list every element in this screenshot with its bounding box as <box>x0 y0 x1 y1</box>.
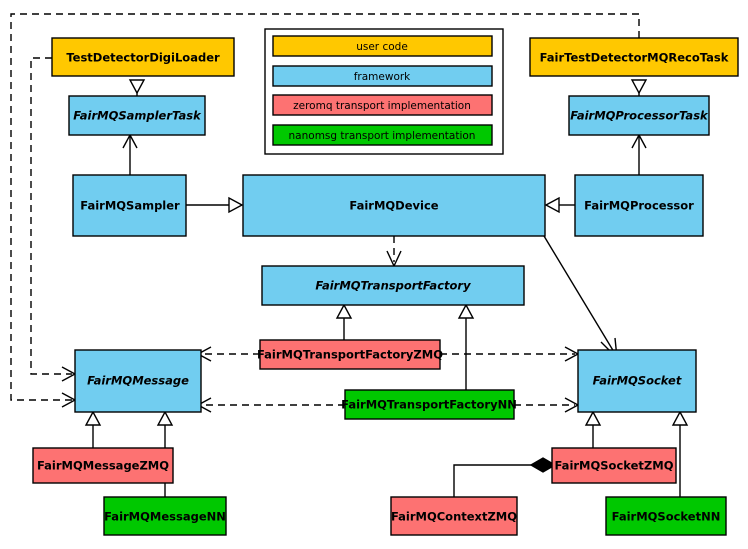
legend-label-framework: framework <box>354 71 411 83</box>
edge-fairmqmessagezmq-fairmqmessage <box>84 410 102 448</box>
class-node-fairmqsampler[interactable]: FairMQSampler <box>72 174 187 237</box>
class-node-testdetectordigiloader[interactable]: TestDetectorDigiLoader <box>51 37 235 77</box>
class-label-fairmqsocketzmq: FairMQSocketZMQ <box>555 459 674 473</box>
class-node-fairmqtransportfactoryzmq[interactable]: FairMQTransportFactoryZMQ <box>257 339 443 370</box>
legend-swatch-user-code <box>272 35 493 57</box>
class-node-fairmqmessage[interactable]: FairMQMessage <box>74 349 202 413</box>
class-label-fairmqsocketnn: FairMQSocketNN <box>612 510 721 524</box>
edge-fairmqtransportfactoryzmq-fairmqsocket <box>440 346 580 362</box>
legend-item-user-code: user code <box>272 35 493 57</box>
class-node-fairmqtransportfactory[interactable]: FairMQTransportFactory <box>261 265 525 306</box>
class-label-testdetectordigiloader: TestDetectorDigiLoader <box>66 51 220 65</box>
edge-fairmqprocessor-fairmqdevice <box>544 196 575 214</box>
legend-item-zeromq: zeromq transport implementation <box>272 94 493 116</box>
edge-fairtestdetectormqrecotask-fairmqprocessortask <box>630 79 648 96</box>
class-node-fairmqsocketnn[interactable]: FairMQSocketNN <box>605 496 727 536</box>
edge-fairmqsocketzmq-fairmqsocket <box>584 410 602 448</box>
class-node-fairmqtransportfactorynn[interactable]: FairMQTransportFactoryNN <box>341 389 517 420</box>
class-node-fairmqcontextzmq[interactable]: FairMQContextZMQ <box>390 496 518 536</box>
class-label-fairmqmessage: FairMQMessage <box>87 374 189 388</box>
edge-fairmqsampler-fairmqsamplertask <box>122 133 138 175</box>
class-label-fairmqtransportfactoryzmq: FairMQTransportFactoryZMQ <box>257 348 443 362</box>
class-node-fairmqsocket[interactable]: FairMQSocket <box>577 349 697 413</box>
class-label-fairmqsocket: FairMQSocket <box>593 374 682 388</box>
class-label-fairmqmessagezmq: FairMQMessageZMQ <box>37 459 169 473</box>
legend-item-nanomsg: nanomsg transport implementation <box>272 124 493 146</box>
legend-label-user-code: user code <box>356 41 408 53</box>
edge-fairmqtransportfactoryzmq-fairmqmessage <box>196 346 260 362</box>
edge-fairmqtransportfactorynn-fairmqtransportfactory <box>457 303 475 390</box>
node-layer: TestDetectorDigiLoader FairMQSamplerTask… <box>32 37 739 536</box>
class-node-fairmqsamplertask[interactable]: FairMQSamplerTask <box>68 95 206 136</box>
class-label-fairmqdevice: FairMQDevice <box>349 199 438 213</box>
class-node-fairtestdetectormqrecotask[interactable]: FairTestDetectorMQRecoTask <box>529 37 739 77</box>
edge-fairmqsocketnn-fairmqsocket <box>671 410 689 497</box>
legend: user code framework zeromq transport imp… <box>264 28 504 155</box>
legend-label-nanomsg: nanomsg transport implementation <box>289 130 476 142</box>
class-node-fairmqmessagenn[interactable]: FairMQMessageNN <box>103 496 227 536</box>
edge-fairmqsampler-fairmqdevice <box>186 196 244 214</box>
legend-swatch-framework <box>272 65 493 87</box>
class-label-fairmqsampler: FairMQSampler <box>80 199 180 213</box>
class-label-fairmqprocessortask: FairMQProcessorTask <box>570 109 709 123</box>
edge-fairmqcontextzmq-fairmqsocketzmq <box>453 457 557 497</box>
class-node-fairmqprocessortask[interactable]: FairMQProcessorTask <box>568 95 710 136</box>
class-label-fairmqtransportfactory: FairMQTransportFactory <box>315 279 471 293</box>
class-label-fairtestdetectormqrecotask: FairTestDetectorMQRecoTask <box>540 51 729 65</box>
edge-fairmqprocessor-fairmqprocessortask <box>631 133 647 175</box>
edge-testdetectordigiloader-fairmqsamplertask <box>128 79 146 96</box>
class-node-fairmqsocketzmq[interactable]: FairMQSocketZMQ <box>551 447 677 484</box>
class-label-fairmqsamplertask: FairMQSamplerTask <box>73 109 202 123</box>
class-label-fairmqmessagenn: FairMQMessageNN <box>104 510 226 524</box>
class-node-fairmqprocessor[interactable]: FairMQProcessor <box>574 174 704 237</box>
edge-fairmqdevice-fairmqsocket <box>543 235 618 360</box>
legend-swatch-nanomsg <box>272 124 493 146</box>
edge-fairmqdevice-fairmqtransportfactory <box>386 236 402 268</box>
class-node-fairmqmessagezmq[interactable]: FairMQMessageZMQ <box>32 447 174 484</box>
legend-item-framework: framework <box>272 65 493 87</box>
class-label-fairmqprocessor: FairMQProcessor <box>584 199 694 213</box>
class-label-fairmqcontextzmq: FairMQContextZMQ <box>391 510 517 524</box>
legend-swatch-zeromq <box>272 94 493 116</box>
legend-label-zeromq: zeromq transport implementation <box>293 100 471 112</box>
class-label-fairmqtransportfactorynn: FairMQTransportFactoryNN <box>341 398 517 412</box>
edge-fairmqtransportfactorynn-fairmqsocket <box>514 397 580 413</box>
edge-fairmqtransportfactorynn-fairmqmessage <box>196 397 345 413</box>
class-node-fairmqdevice[interactable]: FairMQDevice <box>242 174 546 237</box>
edge-fairmqtransportfactoryzmq-fairmqtransportfactory <box>335 303 353 340</box>
